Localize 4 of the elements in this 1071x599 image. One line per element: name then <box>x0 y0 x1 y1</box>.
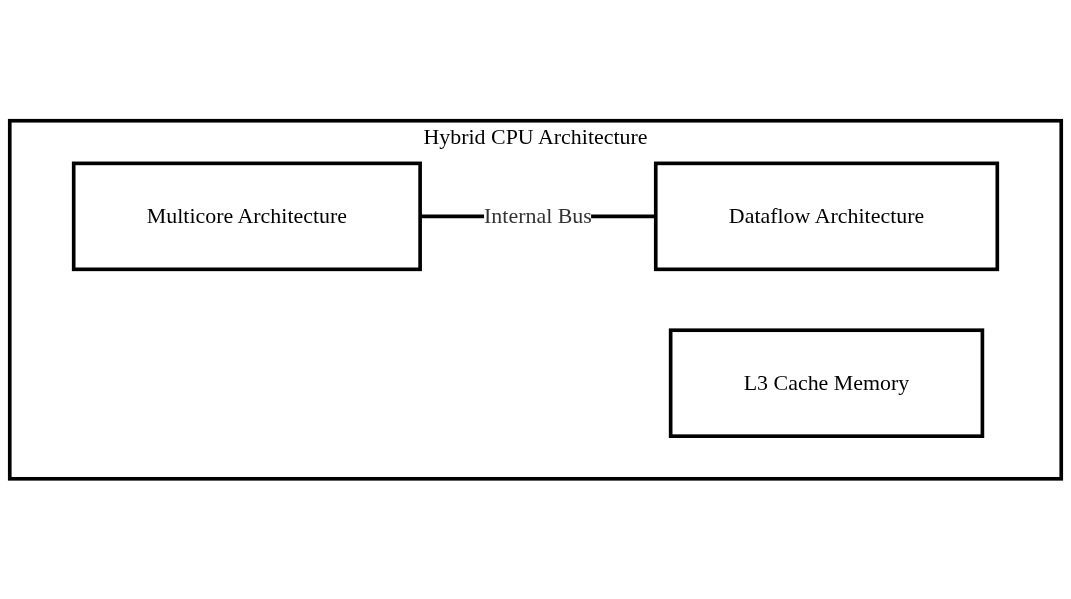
node-box: L3 Cache Memory <box>668 328 985 438</box>
node-box: Dataflow Architecture <box>653 161 1000 271</box>
edge-label: Internal Bus <box>484 203 592 228</box>
node-box: Multicore Architecture <box>71 161 422 271</box>
